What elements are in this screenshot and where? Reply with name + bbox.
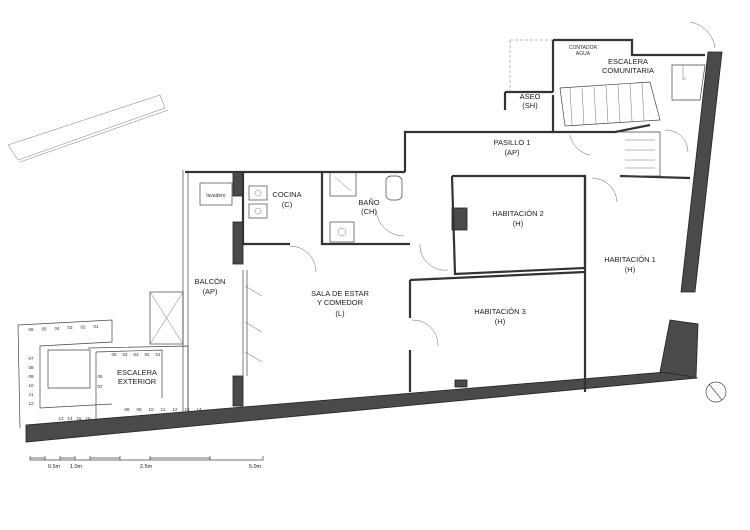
pasillo-code: (AP)	[505, 148, 521, 157]
scale-bar	[29, 456, 264, 461]
stair-step-number: 10	[148, 407, 154, 412]
habitacion2-label: HABITACIÓN 2	[492, 209, 544, 218]
habitacion3-label: HABITACIÓN 3	[474, 307, 526, 316]
habitacion1-code: (H)	[625, 265, 636, 274]
north-arrow-icon	[705, 381, 727, 403]
habitacion3-code: (H)	[495, 317, 506, 326]
cocina-label: COCINA	[272, 190, 301, 199]
bano-code: (CH)	[361, 207, 377, 216]
escalera-comunitaria-line2: COMUNITARIA	[602, 66, 654, 75]
stair-step-number: 03	[133, 352, 139, 357]
contador-line1: CONTADOR	[569, 45, 598, 51]
stair-step-number: 01	[93, 324, 99, 329]
door-swings	[242, 21, 716, 376]
bano-label: BAÑO	[358, 198, 379, 207]
context-sketch-lines	[7, 94, 169, 163]
stair-step-number: 13	[58, 416, 64, 421]
stair-step-number: 12	[172, 407, 178, 412]
escalera-exterior-line2: EXTERIOR	[118, 377, 157, 386]
scale-bar-label: 2.5m	[140, 464, 153, 470]
scale-bar-labels: 0.5m 1.0m 2.5m 5.0m	[48, 464, 262, 470]
stair-step-number: 11	[161, 407, 166, 412]
scale-bar-label: 0.5m	[48, 464, 61, 470]
contador-line2: AGUA	[576, 51, 591, 57]
exterior-walls	[25, 51, 723, 443]
stair-step-number: 07	[97, 384, 103, 389]
stair-step-number: 16	[85, 416, 91, 421]
stair-step-number: 04	[122, 352, 128, 357]
exterior-stair-outer	[17, 319, 189, 429]
sala-line1: SALA DE ESTAR	[311, 289, 369, 298]
pasillo-label: PASILLO 1	[494, 138, 531, 147]
stair-step-number: 05	[41, 326, 47, 331]
stair-step-number: 12	[28, 401, 34, 406]
escalera-exterior-line1: ESCALERA	[117, 368, 157, 377]
stair-step-number: 01	[155, 352, 161, 357]
stair-step-number: 02	[80, 325, 86, 330]
stair-step-number: 07	[28, 356, 34, 361]
stair-step-number: 02	[144, 352, 150, 357]
stair-step-number: 09	[28, 374, 34, 379]
aseo-label: ASEO	[520, 92, 541, 101]
scale-bar-label: 5.0m	[249, 464, 262, 470]
community-stair-steps	[509, 39, 706, 177]
stair-step-number: 13	[184, 407, 190, 412]
stair-step-number: 14	[196, 407, 202, 412]
stair-step-number: 11	[29, 392, 34, 397]
stair-step-number: 05	[111, 352, 117, 357]
escalera-comunitaria-line1: ESCALERA	[608, 57, 648, 66]
stair-step-number: 06	[28, 327, 34, 332]
sala-line2: Y COMEDOR	[317, 298, 364, 307]
cocina-code: (C)	[282, 200, 293, 209]
sala-code: (L)	[335, 309, 345, 318]
stair-step-number: 04	[54, 326, 60, 331]
balcon-label: BALCÓN	[195, 277, 226, 286]
stair-step-number: 15	[76, 416, 82, 421]
stair-step-number: 09	[136, 407, 142, 412]
habitacion1-label: HABITACIÓN 1	[604, 255, 656, 264]
room-labels: ASEO (SH) PASILLO 1 (AP) ESCALERA COMUNI…	[117, 45, 656, 386]
fixtures	[199, 171, 403, 243]
habitacion2-code: (H)	[513, 219, 524, 228]
stair-step-number: 10	[28, 383, 34, 388]
scale-bar-label: 1.0m	[70, 464, 83, 470]
aseo-code: (SH)	[522, 101, 538, 110]
stair-step-number: 08	[124, 407, 130, 412]
lavadero-label: lavadero	[206, 193, 225, 199]
stair-step-number: 14	[67, 416, 73, 421]
balcony-skylight	[149, 291, 184, 345]
stair-step-number: 03	[67, 325, 73, 330]
stair-step-number: 08	[28, 365, 34, 370]
balcon-code: (AP)	[203, 287, 219, 296]
stair-step-number: 06	[97, 374, 103, 379]
